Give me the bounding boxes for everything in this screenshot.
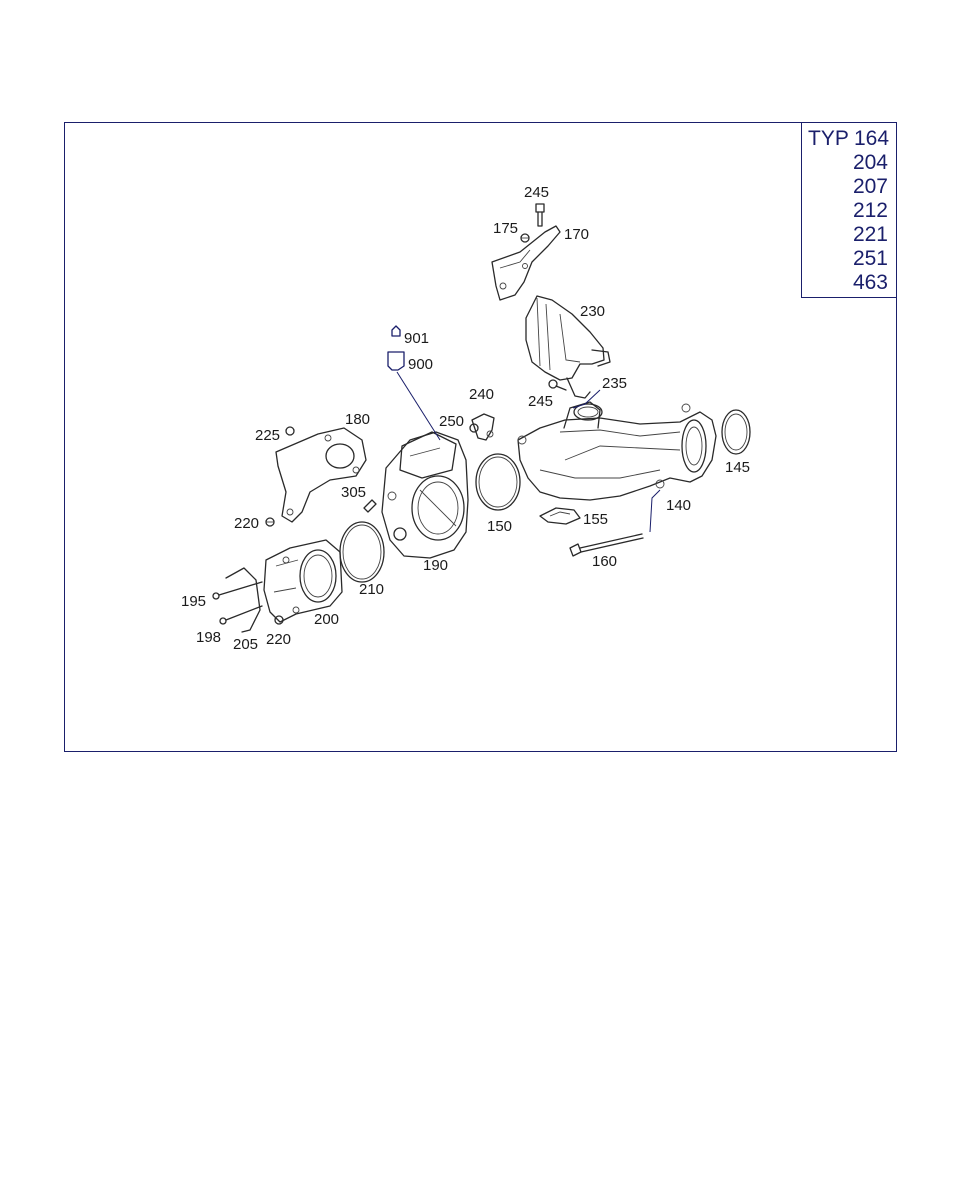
bolt-245-top [535,203,545,227]
diagram-frame [64,122,897,752]
bracket-180 [275,427,367,523]
callout-160: 160 [592,553,617,570]
typ-value-6: 251 [852,247,888,270]
typ-value-2: 204 [852,151,888,174]
bolt-225 [285,426,295,436]
typ-value-3: 207 [852,175,888,198]
callout-195: 195 [181,593,206,610]
callout-220-bottom: 220 [266,631,291,648]
callout-150: 150 [487,518,512,535]
bolt-220-left [265,517,275,527]
bolt-175 [520,233,530,243]
callout-155: 155 [583,511,608,528]
callout-235: 235 [602,375,627,392]
callout-180: 180 [345,411,370,428]
callout-200: 200 [314,611,339,628]
screw-305 [363,499,377,513]
clip-205 [225,567,261,633]
actuator-housing-230 [525,295,611,399]
bolt-160 [569,533,644,557]
callout-170: 170 [564,226,589,243]
cap-901 [391,325,401,337]
leader-235 [572,389,601,409]
bracket-170 [491,225,561,301]
bolt-195 [212,581,263,600]
model-type-table: TYP 164 204 207 212 221 251 463 [801,123,897,298]
typ-value-7: 463 [852,271,888,294]
o-ring-145 [721,409,751,455]
bolt-250 [469,423,479,433]
bolt-220-bottom [274,615,284,625]
callout-140: 140 [666,497,691,514]
connector-900 [387,351,405,371]
callout-220-left: 220 [234,515,259,532]
leader-900 [396,371,441,441]
callout-230: 230 [580,303,605,320]
throttle-body-190 [381,431,469,559]
typ-value-4: 212 [852,199,888,222]
typ-value-1: 164 [854,127,890,150]
callout-901: 901 [404,330,429,347]
bolt-245-mid [548,379,567,391]
flange-adapter-200 [263,539,343,623]
callout-240: 240 [469,386,494,403]
clip-240 [471,413,495,441]
typ-value-5: 221 [852,223,888,246]
o-ring-210 [339,521,385,583]
callout-245-mid: 245 [528,393,553,410]
seal-ring-235 [573,403,603,421]
intake-manifold-140 [517,401,717,501]
callout-190: 190 [423,557,448,574]
callout-210: 210 [359,581,384,598]
typ-label: TYP [808,127,849,150]
callout-305: 305 [341,484,366,501]
callout-145: 145 [725,459,750,476]
callout-175: 175 [493,220,518,237]
callout-205: 205 [233,636,258,653]
callout-245-top: 245 [524,184,549,201]
callout-225: 225 [255,427,280,444]
callout-250: 250 [439,413,464,430]
callout-900: 900 [408,356,433,373]
gasket-155 [539,507,581,525]
callout-198: 198 [196,629,221,646]
bolt-198 [219,605,263,625]
leader-140 [649,489,661,533]
o-ring-150 [475,453,521,511]
